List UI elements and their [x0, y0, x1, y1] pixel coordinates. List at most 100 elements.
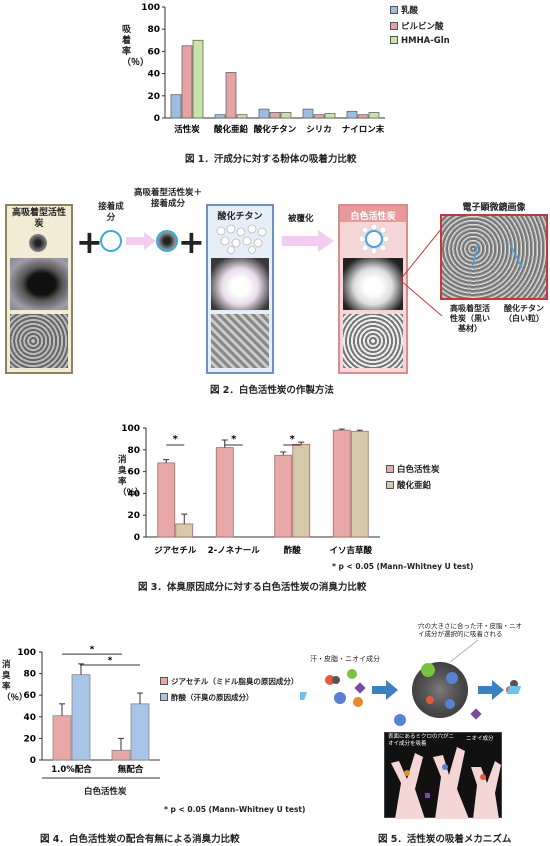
box3-title-band	[340, 206, 406, 222]
fig3-ylabel: 消臭率（％）	[118, 455, 144, 498]
y-tick-label: 20	[23, 734, 36, 744]
fig2-box1-title: 高吸着型活性炭	[11, 208, 66, 229]
fig5-caption: 図 5．活性炭の吸着メカニズム	[378, 834, 512, 845]
bar	[225, 72, 237, 119]
odor-molecule-icons	[300, 669, 366, 707]
fig3-note: * p < 0.05 (Mann–Whitney U test)	[332, 562, 474, 571]
em-image	[440, 214, 548, 300]
fig3-legend-white-carbon: 白色活性炭	[386, 463, 440, 475]
fig5-mechanism-diagram	[300, 640, 522, 747]
y-tick-label: 60	[127, 468, 140, 478]
fig4-group-label: 白色活性炭	[84, 787, 127, 797]
carbon-particle-large-icon	[412, 662, 468, 718]
y-tick-label: 0	[30, 756, 36, 766]
category-label: ジアセチル	[154, 546, 197, 556]
white-carbon-particle-icon	[358, 223, 390, 255]
y-tick-label: 20	[127, 511, 140, 521]
fig5-arrow-icon-1	[372, 680, 398, 700]
significance-marker: *	[173, 434, 179, 445]
y-tick-label: 60	[147, 47, 160, 57]
coated-carbon-icon	[156, 230, 178, 252]
white-carbon-sem-photo	[343, 314, 403, 368]
bar	[274, 454, 293, 538]
fig2-caption: 図 2．白色活性炭の作製方法	[210, 385, 334, 396]
em-pointer-lines	[471, 243, 523, 269]
y-tick-label: 100	[121, 424, 140, 434]
fig4-legend-acetic: 酢酸（汗臭の原因成分）	[160, 692, 254, 703]
pore-structure-illustration	[391, 747, 501, 819]
y-tick-label: 40	[127, 489, 140, 499]
bar	[236, 114, 248, 119]
plus-icon-1: +	[76, 223, 103, 261]
bar	[71, 674, 91, 761]
bar	[192, 39, 204, 119]
fig2-em-label1: 高吸着型活性炭（黒い基材）	[450, 304, 490, 333]
category-label: シリカ	[306, 125, 332, 135]
fig3-legend-zinc: 酸化亜鉛	[386, 479, 431, 491]
bar	[280, 112, 292, 119]
fig4-chart: 0204060801001.0%配合無配合**	[17, 645, 160, 779]
y-tick-label: 0	[154, 114, 160, 124]
bar	[332, 429, 351, 538]
bar	[269, 112, 281, 119]
plus-icon-2: +	[178, 223, 205, 261]
bar	[157, 462, 176, 538]
y-tick-label: 100	[141, 3, 160, 13]
fig2-box2-title: 酸化チタン	[217, 212, 263, 222]
fig2-box-white-carbon: 白色活性炭	[338, 204, 408, 374]
y-tick-label: 80	[127, 446, 140, 456]
y-tick-label: 40	[23, 713, 36, 723]
y-tick-label: 20	[147, 92, 160, 102]
carbon-powder-photo	[10, 258, 68, 310]
significance-marker: *	[231, 434, 237, 445]
bar	[215, 447, 234, 538]
bar	[302, 108, 314, 119]
fig2-em-label2: 酸化チタン（白い粒）	[504, 304, 544, 323]
fig2-em-title: 電子顕微鏡画像	[462, 203, 526, 213]
white-carbon-powder-photo	[343, 258, 403, 310]
arrow-icon-1	[126, 232, 156, 250]
fig2-box-titanium-oxide: 酸化チタン	[206, 204, 274, 374]
fig3-caption: 図 3．体臭原因成分に対する白色活性炭の消臭力比較	[138, 582, 367, 593]
bar	[368, 112, 380, 119]
category-label: ナイロン末	[342, 124, 385, 135]
fig1-ylabel: 吸着率（％）	[122, 25, 150, 68]
fig2-step2-label: 高吸着型活性炭＋接着成分	[133, 188, 202, 209]
fig5-top-label: 穴の大きさに合った汗・皮脂・ニオイ成分が選択的に吸着される	[418, 622, 522, 638]
adhesive-ring-icon	[100, 230, 122, 252]
bar	[181, 45, 193, 119]
fig2-box3-title: 白色活性炭	[350, 212, 396, 222]
fig5-arrow-icon-2	[478, 680, 504, 700]
y-tick-label: 100	[17, 648, 36, 658]
fig1-chart: 020406080100活性炭酸化亜鉛酸化チタンシリカナイロン末	[141, 3, 385, 135]
category-label: 酸化チタン	[254, 124, 297, 135]
carbon-sem-photo	[10, 314, 68, 368]
fig4-caption: 図 4．白色活性炭の配合有無による消臭力比較	[40, 834, 240, 845]
bar	[350, 430, 369, 538]
fig1-legend-lactic: 乳酸	[390, 4, 418, 16]
fig2-box-activated-carbon: 高吸着型活性炭	[5, 204, 73, 374]
category-label: 酢酸	[284, 545, 302, 556]
fig5-inset-label2: ニオイ成分	[466, 736, 494, 742]
y-tick-label: 0	[134, 533, 140, 543]
titanium-powder-photo	[211, 258, 269, 310]
fig1-caption: 図 1．汗成分に対する粉体の吸着力比較	[185, 154, 357, 165]
bar	[175, 523, 194, 538]
bar	[130, 703, 150, 761]
y-tick-label: 80	[23, 670, 36, 680]
fig2-zoom-lines	[400, 227, 443, 317]
bar	[357, 114, 369, 119]
fig4-legend-diacetyl: ジアセチル（ミドル脂臭の原因成分）	[160, 676, 298, 687]
y-tick-label: 80	[147, 25, 160, 35]
category-label: 2-ノネナール	[208, 545, 260, 556]
bar	[346, 110, 358, 119]
fig2-step3-label: 被覆化	[288, 214, 314, 224]
category-label: 1.0%配合	[51, 764, 92, 775]
titanium-sem-photo	[211, 314, 269, 368]
fig5-inset-label1: 表面にあるミクロの穴がニオイ成分を吸着	[388, 734, 455, 747]
fig4-ylabel: 消臭率（％）	[2, 660, 28, 703]
